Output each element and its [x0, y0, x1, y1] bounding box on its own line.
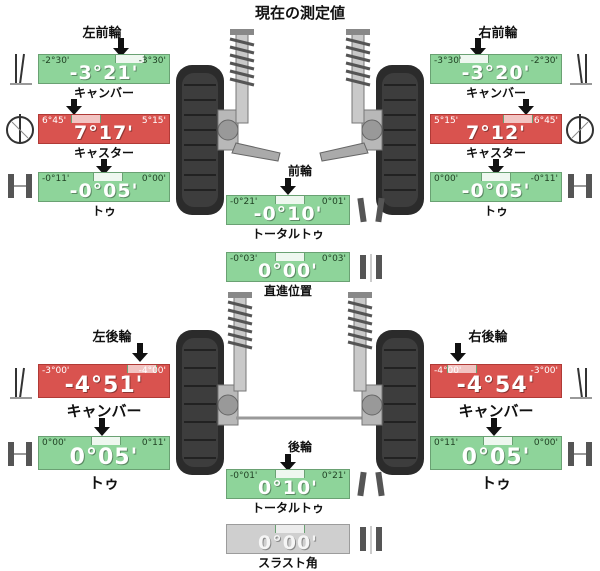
measured-value: -4°51' [64, 373, 144, 398]
rear-left-toe-label: トゥ [88, 474, 119, 492]
front-left-toe-panel: -0°11' 0°00' -0°05' [38, 172, 170, 202]
toe-gauge-icon [8, 174, 32, 198]
rear-right-camber-panel: -4°00' -3°00' -4°54' [430, 364, 562, 398]
caster-gauge-icon [566, 114, 594, 144]
front-right-camber-panel: -3°30' -2°30' -3°20' [430, 54, 562, 84]
rear-total-toe-label: トータルトゥ [251, 501, 324, 515]
rear-right-camber-label: キャンバー [458, 402, 534, 420]
range-min: -0°21' [230, 197, 258, 207]
measured-value: 0°05' [69, 445, 139, 470]
camber-gauge-icon [570, 367, 592, 399]
rear-left-camber-panel: -3°00' -4°00' -4°51' [38, 364, 170, 398]
front-left-caster-label: キャスター [73, 146, 134, 160]
front-right-camber-label: キャンバー [465, 86, 526, 100]
range-min: 5°15' [434, 116, 459, 126]
front-left-header: 左前輪 [82, 26, 122, 41]
range-max: 0°00' [533, 438, 558, 448]
steering-gauge-icon [360, 254, 382, 282]
straight-ahead-panel: -0°03' 0°03' 0°00' [226, 252, 350, 282]
front-left-camber-label: キャンバー [73, 86, 134, 100]
measured-value: -0°05' [461, 180, 531, 202]
front-left-caster-panel: 6°45' 5°15' 7°17' [38, 114, 170, 144]
toe-gauge-icon [568, 442, 592, 466]
thrust-angle-label: スラスト角 [258, 556, 318, 570]
front-right-caster-label: キャスター [465, 146, 526, 160]
front-suspension-illustration [176, 29, 424, 215]
front-right-caster-panel: 5°15' 6°45' 7°12' [430, 114, 562, 144]
range-min: 0°11' [434, 438, 459, 448]
rear-right-toe-label: トゥ [480, 474, 511, 492]
measured-value: -4°54' [456, 373, 536, 398]
range-max: 6°45' [533, 116, 558, 126]
total-toe-gauge-icon [357, 471, 385, 497]
range-max: 0°00' [141, 174, 166, 184]
camber-gauge-icon [10, 53, 32, 85]
front-left-toe-label: トゥ [91, 204, 116, 218]
front-right-toe-panel: 0°00' -0°11' -0°05' [430, 172, 562, 202]
range-min: -0°03' [230, 254, 258, 264]
range-max: 0°21' [321, 471, 346, 481]
range-min: -0°01' [230, 471, 258, 481]
camber-gauge-icon [570, 53, 592, 85]
measured-value: -0°05' [69, 180, 139, 202]
page-title: 現在の測定値 [254, 4, 345, 22]
rear-left-camber-label: キャンバー [66, 402, 142, 420]
range-min: -3°30' [434, 56, 462, 66]
caster-gauge-icon [6, 114, 34, 144]
range-max: 0°01' [321, 197, 346, 207]
range-max: 0°11' [141, 438, 166, 448]
toe-gauge-icon [568, 174, 592, 198]
range-max: -2°30' [530, 56, 558, 66]
range-min: -3°00' [42, 366, 70, 376]
range-max: 0°03' [321, 254, 346, 264]
range-min: 0°00' [434, 174, 459, 184]
camber-gauge-icon [10, 367, 32, 399]
measured-value: 0°00' [258, 260, 318, 282]
measured-value: 0°10' [258, 477, 318, 499]
front-right-toe-label: トゥ [483, 204, 508, 218]
range-max: -3°00' [530, 366, 558, 376]
measured-value: 7°17' [74, 122, 134, 144]
measured-value: 0°00' [258, 532, 318, 554]
range-max: -3°30' [138, 56, 166, 66]
measured-value: 7°12' [466, 122, 526, 144]
range-max: -0°11' [530, 174, 558, 184]
front-total-toe-panel: -0°21' 0°01' -0°10' [226, 195, 350, 225]
front-axle-header: 前輪 [287, 164, 312, 178]
rear-right-toe-panel: 0°11' 0°00' 0°05' [430, 436, 562, 470]
range-min: -2°30' [42, 56, 70, 66]
range-min: -0°11' [42, 174, 70, 184]
rear-total-toe-panel: -0°01' 0°21' 0°10' [226, 469, 350, 499]
front-left-camber-panel: -2°30' -3°30' -3°21' [38, 54, 170, 84]
rear-right-header: 右後輪 [468, 330, 508, 345]
front-total-toe-label: トータルトゥ [251, 227, 324, 241]
range-min: 6°45' [42, 116, 67, 126]
range-min: 0°00' [42, 438, 67, 448]
range-min: -4°00' [434, 366, 462, 376]
rear-suspension-illustration [176, 292, 424, 475]
measured-value: -3°21' [69, 62, 139, 84]
front-right-header: 右前輪 [478, 26, 518, 41]
rear-left-header: 左後輪 [92, 330, 132, 345]
toe-gauge-icon [8, 442, 32, 466]
measured-value: -3°20' [461, 62, 531, 84]
rear-axle-header: 後輪 [287, 440, 312, 454]
rear-left-toe-panel: 0°00' 0°11' 0°05' [38, 436, 170, 470]
thrust-angle-gauge-icon [360, 526, 382, 554]
thrust-angle-panel: 0°00' [226, 524, 350, 554]
range-max: -4°00' [138, 366, 166, 376]
measured-value: 0°05' [461, 445, 531, 470]
straight-ahead-label: 直進位置 [263, 284, 312, 298]
range-max: 5°15' [141, 116, 166, 126]
total-toe-gauge-icon [357, 197, 385, 223]
measured-value: -0°10' [253, 203, 323, 225]
